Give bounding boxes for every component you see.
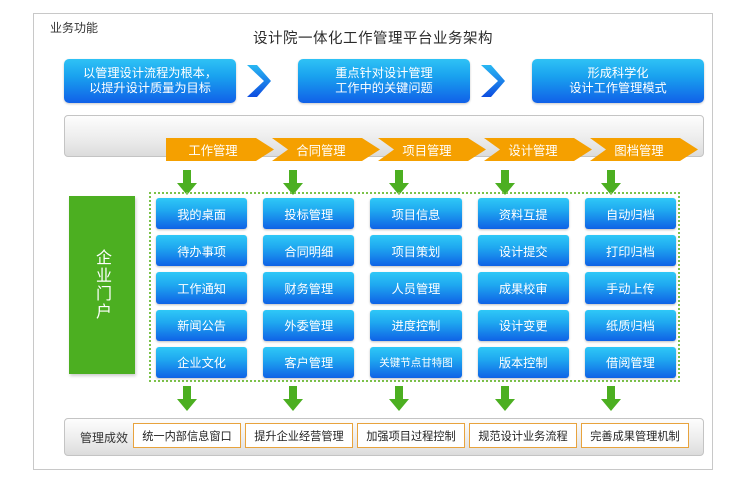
module-button[interactable]: 外委管理 — [263, 309, 355, 341]
outcome-band-label: 管理成效 — [80, 431, 129, 445]
outcome-tag[interactable]: 完善成果管理机制 — [581, 423, 689, 448]
function-arrow-design-management[interactable]: 设计管理 — [484, 138, 592, 161]
module-button[interactable]: 设计变更 — [477, 309, 569, 341]
strategy-box-1-line1: 以管理设计流程为根本， — [82, 66, 218, 80]
module-button[interactable]: 打印归档 — [584, 235, 676, 267]
module-button[interactable]: 手动上传 — [584, 272, 676, 304]
outcome-tag-list: 统一内部信息窗口 提升企业经营管理 加强项目过程控制 规范设计业务流程 完善成果… — [133, 423, 693, 449]
arrow-down-icon — [281, 386, 305, 412]
module-button[interactable]: 投标管理 — [263, 198, 355, 230]
module-button[interactable]: 待办事项 — [156, 235, 248, 267]
strategy-box-3-line2: 设计工作管理模式 — [569, 81, 667, 95]
business-function-label: 业务功能 — [50, 21, 99, 35]
strategy-box-1-line2: 以提升设计质量为目标 — [89, 81, 211, 95]
strategy-banner: 以管理设计流程为根本， 以提升设计质量为目标 重点针对设计管理 工作中的关键问题 — [34, 59, 714, 107]
module-button[interactable]: 人员管理 — [370, 272, 462, 304]
function-arrow-contract-management[interactable]: 合同管理 — [272, 138, 380, 161]
function-arrow-drawing-archive-management[interactable]: 图档管理 — [590, 138, 698, 161]
flow-arrows-upper — [34, 170, 714, 196]
arrow-down-icon — [599, 386, 623, 412]
module-button[interactable]: 企业文化 — [156, 346, 248, 378]
module-button[interactable]: 关键节点甘特图 — [370, 346, 462, 378]
outcome-tag[interactable]: 加强项目过程控制 — [357, 423, 465, 448]
module-button[interactable]: 项目策划 — [370, 235, 462, 267]
module-button[interactable]: 资料互提 — [477, 198, 569, 230]
arrow-down-icon — [599, 170, 623, 196]
enterprise-portal-block: 企业门户 — [69, 196, 135, 374]
arrow-down-icon — [387, 170, 411, 196]
module-button[interactable]: 纸质归档 — [584, 309, 676, 341]
strategy-box-2[interactable]: 重点针对设计管理 工作中的关键问题 — [298, 59, 470, 103]
outcome-tag[interactable]: 规范设计业务流程 — [469, 423, 577, 448]
strategy-box-3[interactable]: 形成科学化 设计工作管理模式 — [532, 59, 704, 103]
arrow-down-icon — [175, 170, 199, 196]
outcome-tag[interactable]: 提升企业经营管理 — [245, 423, 353, 448]
module-grid: 我的桌面 投标管理 项目信息 资料互提 自动归档 待办事项 合同明细 项目策划 … — [156, 198, 676, 378]
module-button[interactable]: 借阅管理 — [584, 346, 676, 378]
arrow-down-icon — [175, 386, 199, 412]
module-button[interactable]: 我的桌面 — [156, 198, 248, 230]
module-button[interactable]: 成果校审 — [477, 272, 569, 304]
module-grid-container — [149, 192, 680, 382]
arrow-down-icon — [493, 386, 517, 412]
strategy-box-1[interactable]: 以管理设计流程为根本， 以提升设计质量为目标 — [64, 59, 236, 103]
arrow-down-icon — [387, 386, 411, 412]
chevron-right-icon — [478, 64, 506, 98]
strategy-box-3-line1: 形成科学化 — [587, 66, 649, 80]
module-button[interactable]: 工作通知 — [156, 272, 248, 304]
module-button[interactable]: 客户管理 — [263, 346, 355, 378]
module-button[interactable]: 财务管理 — [263, 272, 355, 304]
page-title: 设计院一体化工作管理平台业务架构 — [253, 31, 493, 47]
module-button[interactable]: 项目信息 — [370, 198, 462, 230]
diagram-frame: 设计院一体化工作管理平台业务架构 以管理设计流程为根本， 以提升设计质量为目标 … — [33, 13, 713, 470]
strategy-box-2-line1: 重点针对设计管理 — [335, 66, 433, 80]
strategy-box-2-line2: 工作中的关键问题 — [335, 81, 433, 95]
outcome-tag[interactable]: 统一内部信息窗口 — [133, 423, 241, 448]
chevron-right-icon — [244, 64, 272, 98]
module-button[interactable]: 版本控制 — [477, 346, 569, 378]
module-button[interactable]: 新闻公告 — [156, 309, 248, 341]
function-arrow-row: 工作管理 合同管理 项目管理 设计管理 图档管理 — [64, 138, 714, 162]
function-arrow-project-management[interactable]: 项目管理 — [378, 138, 486, 161]
module-button[interactable]: 进度控制 — [370, 309, 462, 341]
function-arrow-work-management[interactable]: 工作管理 — [166, 138, 274, 161]
module-button[interactable]: 自动归档 — [584, 198, 676, 230]
module-button[interactable]: 设计提交 — [477, 235, 569, 267]
arrow-down-icon — [281, 170, 305, 196]
module-button[interactable]: 合同明细 — [263, 235, 355, 267]
flow-arrows-lower — [34, 386, 714, 412]
arrow-down-icon — [493, 170, 517, 196]
